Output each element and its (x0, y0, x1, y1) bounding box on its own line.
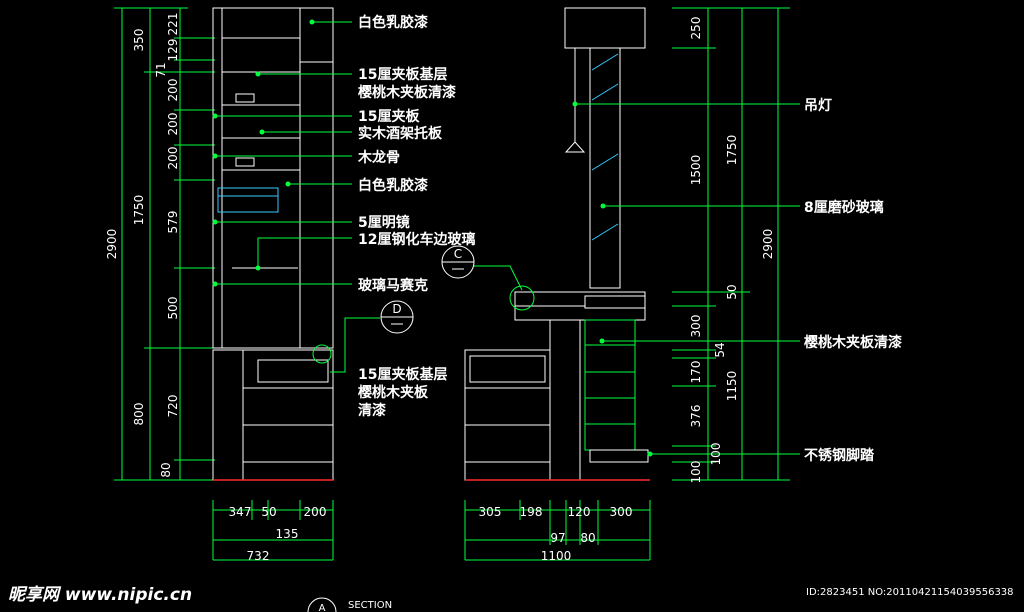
label-white-latex-2: 白色乳胶漆 (358, 177, 428, 194)
dim-800: 800 (132, 403, 146, 426)
dim-100-b: 100 (689, 461, 703, 484)
dim-200-c: 200 (166, 147, 180, 170)
dim-350: 350 (132, 29, 146, 52)
dim-1500: 1500 (689, 155, 703, 186)
dim-129: 129 (166, 39, 180, 62)
label-5mm-mirror: 5厘明镜 (358, 214, 410, 231)
right-labels: 吊灯 8厘磨砂玻璃 樱桃木夹板清漆 不锈钢脚踏 (804, 97, 902, 464)
label-15mm-plywood: 15厘夹板 (358, 108, 420, 125)
label-15mm-plywood-base: 15厘夹板基层 (358, 66, 447, 83)
label-wood-keel: 木龙骨 (357, 149, 400, 166)
label-cherry-veneer-2: 樱桃木夹板 (358, 384, 429, 401)
dim-80: 80 (159, 462, 173, 477)
left-elevation: D (114, 7, 414, 561)
watermark: 昵享网 www.nipic.cn (8, 585, 192, 605)
dim-300-r: 300 (689, 315, 703, 338)
label-steel-footrest: 不锈钢脚踏 (804, 447, 875, 464)
section-text: SECTION (348, 600, 392, 611)
dim-50: 50 (261, 505, 276, 519)
label-12mm-glass: 12厘钢化车边玻璃 (358, 231, 475, 248)
dim-1150: 1150 (725, 371, 739, 402)
dim-80-w: 80 (580, 531, 595, 545)
dim-250: 250 (689, 17, 703, 40)
dim-720: 720 (166, 395, 180, 418)
dim-100-a: 100 (709, 443, 723, 466)
dim-170: 170 (689, 361, 703, 384)
callout-letter-c: C (454, 247, 462, 261)
dim-120: 120 (568, 505, 591, 519)
dim-376: 376 (689, 405, 703, 428)
dim-50-r: 50 (725, 284, 739, 299)
dim-2900-r: 2900 (761, 229, 775, 260)
right-elevation: C (441, 7, 800, 561)
dim-71: 71 (154, 62, 168, 77)
dim-300-w: 300 (610, 505, 633, 519)
dim-198: 198 (520, 505, 543, 519)
left-height-dims: 350 1750 800 2900 221 129 71 200 200 200… (105, 13, 180, 478)
label-frosted-glass: 8厘磨砂玻璃 (804, 199, 884, 216)
dim-732: 732 (247, 549, 270, 563)
dim-200-b: 200 (166, 113, 180, 136)
dim-347: 347 (229, 505, 252, 519)
label-15mm-plywood-base-2: 15厘夹板基层 (358, 366, 447, 383)
dim-1750: 1750 (132, 195, 146, 226)
right-width-dims: 305 198 120 300 97 80 1100 (479, 505, 633, 563)
label-wine-rack-board: 实木酒架托板 (358, 125, 443, 142)
dim-2900: 2900 (105, 229, 119, 260)
image-id: ID:2823451 NO:20110421154039556338 (806, 587, 1014, 598)
label-glass-mosaic: 玻璃马赛克 (358, 277, 428, 294)
callout-letter-d: D (392, 302, 401, 316)
left-width-dims: 347 50 200 135 732 (229, 505, 327, 563)
dim-200-a: 200 (166, 79, 180, 102)
dim-1100: 1100 (541, 549, 572, 563)
dim-135: 135 (276, 527, 299, 541)
footer: 昵享网 www.nipic.cn ID:2823451 NO:201104211… (8, 585, 1014, 612)
dim-200: 200 (304, 505, 327, 519)
dim-221: 221 (166, 13, 180, 36)
label-varnish: 清漆 (358, 402, 386, 419)
dim-500: 500 (166, 297, 180, 320)
dim-1750-r: 1750 (725, 135, 739, 166)
dim-54: 54 (713, 342, 727, 357)
label-cherry-veneer-r: 樱桃木夹板清漆 (804, 334, 902, 351)
dim-579: 579 (166, 211, 180, 234)
section-letter: A (319, 603, 326, 612)
left-labels: 白色乳胶漆 15厘夹板基层 樱桃木夹板清漆 15厘夹板 实木酒架托板 木龙骨 白… (357, 14, 475, 419)
dim-97: 97 (550, 531, 565, 545)
label-cherry-veneer: 樱桃木夹板清漆 (358, 84, 456, 101)
label-white-latex: 白色乳胶漆 (358, 14, 428, 31)
right-height-dims: 250 1500 1750 2900 50 300 54 170 1150 37… (689, 17, 775, 484)
dim-305: 305 (479, 505, 502, 519)
label-pendant-lamp: 吊灯 (804, 97, 832, 114)
